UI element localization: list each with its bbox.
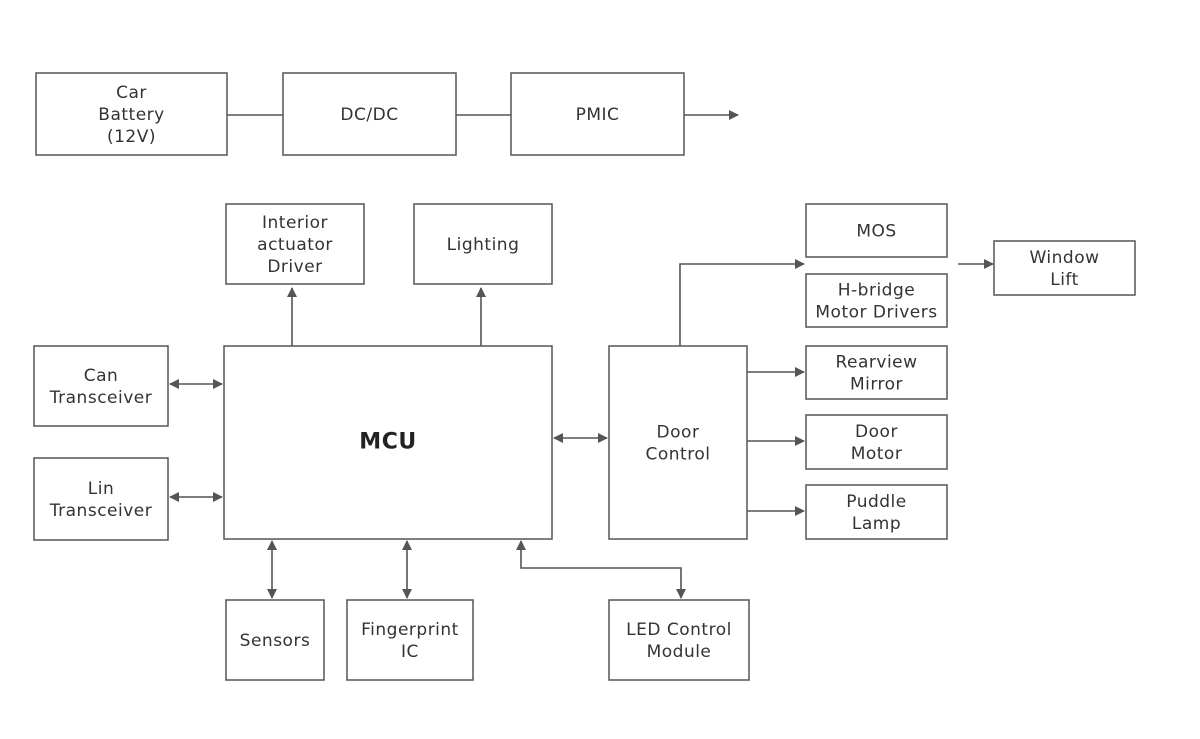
battery-box xyxy=(35,72,228,156)
mcu-label: MCU xyxy=(359,430,416,455)
battery-label: Battery xyxy=(98,105,164,125)
window-label: Lift xyxy=(1050,270,1079,290)
interior-label: Driver xyxy=(267,257,322,277)
lighting-block: Lighting xyxy=(413,203,553,285)
fingerprint-label: IC xyxy=(401,642,419,662)
pmic-block: PMIC xyxy=(510,72,685,156)
fingerprint-box xyxy=(346,599,474,681)
window-label: Window xyxy=(1029,248,1099,268)
led-label: Module xyxy=(647,642,712,662)
connectors xyxy=(169,110,994,599)
battery-label: (12V) xyxy=(107,127,156,147)
lin-box xyxy=(33,457,169,541)
led-label: LED Control xyxy=(626,620,732,640)
lin-label: Lin xyxy=(88,479,114,499)
mcu-led-arrow xyxy=(516,540,686,599)
sensors-block: Sensors xyxy=(225,599,325,681)
interior-label: actuator xyxy=(257,235,333,255)
rearview-label: Rearview xyxy=(835,353,917,373)
door-box xyxy=(608,345,748,540)
dcdc-box xyxy=(282,72,457,156)
puddle-label: Lamp xyxy=(852,514,901,534)
dcdc-block: DC/DC xyxy=(282,72,457,156)
doormotor-box xyxy=(805,414,948,470)
can-label: Transceiver xyxy=(49,388,152,408)
doormotor-label: Motor xyxy=(851,444,903,464)
lighting-label: Lighting xyxy=(447,235,520,255)
lighting-box xyxy=(413,203,553,285)
door-label: Door xyxy=(657,423,700,443)
interior-label: Interior xyxy=(262,213,328,233)
lin-label: Transceiver xyxy=(49,501,152,521)
mos-label: MOS xyxy=(856,222,896,242)
pmic-label: PMIC xyxy=(576,105,620,125)
puddle-label: Puddle xyxy=(846,492,907,512)
battery-label: Car xyxy=(116,83,147,103)
door-mos-arrow xyxy=(679,259,805,346)
fingerprint-label: Fingerprint xyxy=(361,620,459,640)
can-label: Can xyxy=(84,366,119,386)
sensors-box xyxy=(225,599,325,681)
interior-box xyxy=(225,203,365,285)
mos-block: MOS xyxy=(805,203,948,258)
hbridge-box xyxy=(805,273,948,328)
pmic-box xyxy=(510,72,685,156)
window-box xyxy=(993,240,1136,296)
can-box xyxy=(33,345,169,427)
led-box xyxy=(608,599,750,681)
rearview-label: Mirror xyxy=(850,375,903,395)
mos-box xyxy=(805,203,948,258)
doormotor-label: Door xyxy=(855,422,898,442)
sensors-label: Sensors xyxy=(240,631,311,651)
mcu-box xyxy=(223,345,553,540)
hbridge-label: Motor Drivers xyxy=(815,303,937,323)
mcu-block: MCU xyxy=(223,345,553,540)
puddle-box xyxy=(805,484,948,540)
hbridge-label: H-bridge xyxy=(838,281,915,301)
rearview-box xyxy=(805,345,948,400)
dcdc-label: DC/DC xyxy=(340,105,398,125)
door-label: Control xyxy=(646,445,711,465)
